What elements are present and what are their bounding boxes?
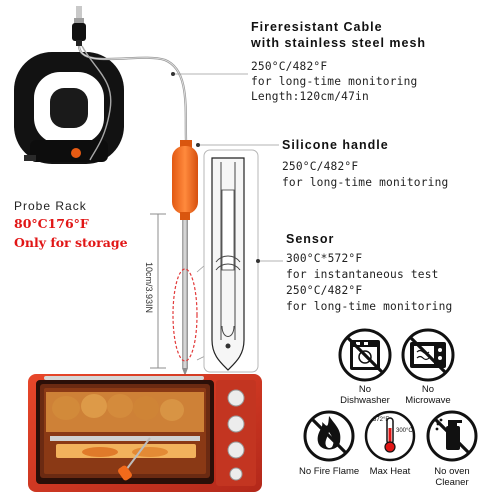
rack-title: Probe Rack (14, 199, 87, 213)
rack-note: Only for storage (14, 235, 128, 250)
no-oven-cleaner-icon (426, 410, 478, 462)
no-oven-cleaner-label: No oven Cleaner (434, 466, 470, 488)
callout-pointers (171, 72, 283, 263)
no-fire-flame-icon (303, 410, 355, 462)
max-heat-label: Max Heat (369, 466, 411, 477)
sensor-highlight-ellipse (172, 268, 198, 362)
cable-spec-usage: for long-time monitoring (251, 75, 418, 88)
max-heat-badge-c: 300°C (396, 428, 413, 434)
ruler-label: 10cm/3.93IN (144, 262, 154, 314)
handle-title: Silicone handle (282, 138, 389, 152)
sensor-title: Sensor (286, 232, 335, 246)
no-dishwasher-label: No Dishwasher (340, 384, 390, 406)
cable-spec-length: Length:120cm/47in (251, 90, 369, 103)
no-microwave-icon (401, 328, 455, 382)
no-dishwasher-icon (338, 328, 392, 382)
probe-shaft (182, 220, 188, 368)
sensor-spec-instant-usage: for instantaneous test (286, 268, 439, 281)
cable-title-line2: with stainless steel mesh (251, 36, 427, 50)
sensor-spec-long-temp: 250°C/482°F (286, 284, 363, 297)
max-heat-badge-f: 572°F (373, 417, 390, 423)
handle-spec-temp: 250°C/482°F (282, 160, 359, 173)
cable-title-line1: Fireresistant Cable (251, 20, 383, 34)
jack-plug (72, 6, 86, 46)
silicone-handle (172, 140, 198, 220)
sensor-cutaway-callout (203, 149, 259, 373)
rack-temp: 80°C176°F (14, 216, 89, 231)
max-heat-icon (364, 410, 416, 462)
toaster-oven (28, 374, 262, 492)
sensor-spec-instant-temp: 300°C*572°F (286, 252, 363, 265)
length-ruler (150, 213, 166, 369)
cable-spec-temp: 250°C/482°F (251, 60, 328, 73)
sensor-spec-long-usage: for long-time monitoring (286, 300, 453, 313)
handle-spec-usage: for long-time monitoring (282, 176, 449, 189)
no-microwave-label: No Microwave (405, 384, 451, 406)
probe-rack (14, 52, 124, 164)
no-fire-flame-label: No Fire Flame (299, 466, 360, 477)
